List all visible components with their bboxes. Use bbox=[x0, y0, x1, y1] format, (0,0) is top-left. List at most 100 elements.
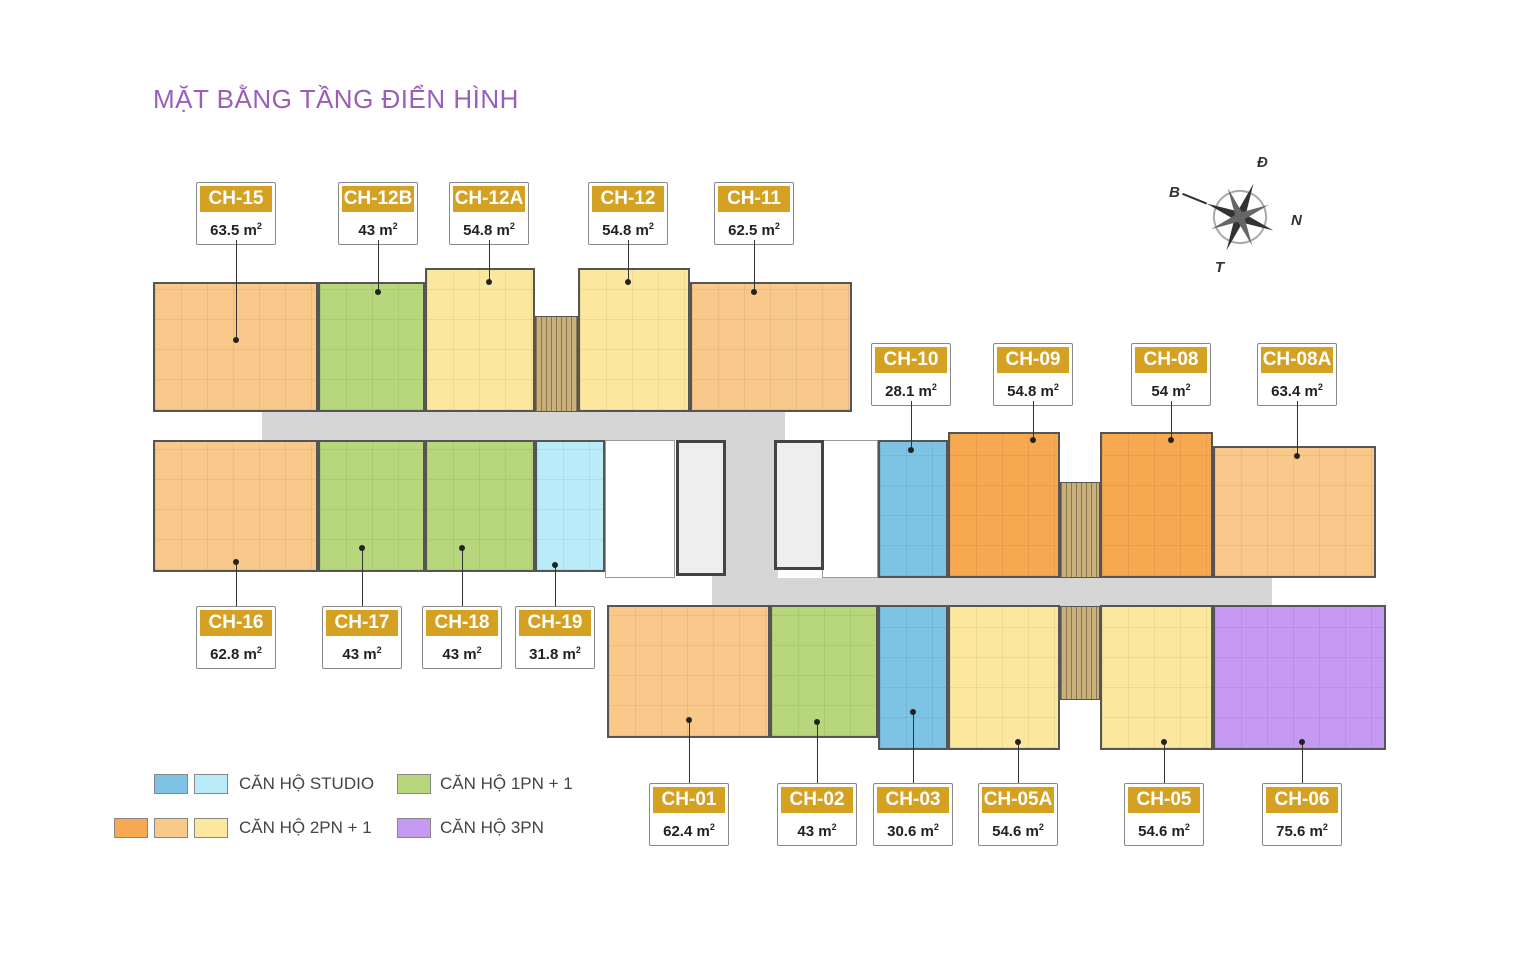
unit-area-exponent: 2 bbox=[1322, 822, 1328, 832]
unit-ch-10[interactable] bbox=[878, 440, 948, 578]
leader-line bbox=[378, 240, 379, 292]
leader-dot bbox=[686, 717, 692, 723]
unit-area-exponent: 2 bbox=[648, 221, 654, 231]
unit-area: 54.8 m2 bbox=[450, 215, 528, 244]
unit-code: CH-17 bbox=[326, 610, 398, 636]
unit-area: 54.6 m2 bbox=[979, 816, 1057, 845]
unit-area: 43 m2 bbox=[778, 816, 856, 845]
unit-area-unit: m bbox=[1309, 823, 1323, 840]
leader-line bbox=[489, 240, 490, 282]
page-title: MẶT BẰNG TẦNG ĐIỂN HÌNH bbox=[153, 84, 519, 114]
unit-ch-01[interactable] bbox=[607, 605, 770, 738]
leader-line bbox=[236, 562, 237, 606]
unit-area: 54.8 m2 bbox=[589, 215, 667, 244]
unit-area-unit: m bbox=[1040, 383, 1054, 400]
unit-area-value: 31.8 bbox=[529, 646, 559, 663]
unit-area-unit: m bbox=[379, 222, 393, 239]
unit-code: CH-18 bbox=[426, 610, 498, 636]
leader-dot bbox=[459, 545, 465, 551]
unit-area-exponent: 2 bbox=[1185, 382, 1191, 392]
leader-line bbox=[913, 712, 914, 783]
unit-ch-12a[interactable] bbox=[425, 268, 535, 412]
unit-area: 43 m2 bbox=[423, 639, 501, 668]
unit-area-value: 63.4 bbox=[1271, 383, 1301, 400]
unit-area-value: 54.8 bbox=[463, 222, 493, 239]
unit-ch-12[interactable] bbox=[578, 268, 690, 412]
unit-ch-16[interactable] bbox=[153, 440, 318, 572]
unit-ch-05a[interactable] bbox=[948, 605, 1060, 750]
leader-line bbox=[1297, 401, 1298, 456]
leader-dot bbox=[233, 337, 239, 343]
unit-code: CH-08A bbox=[1261, 347, 1333, 373]
unit-ch-09[interactable] bbox=[948, 432, 1060, 578]
unit-area-value: 54.8 bbox=[602, 222, 632, 239]
unit-area-exponent: 2 bbox=[392, 221, 398, 231]
unit-area-unit: m bbox=[243, 222, 257, 239]
core-stair-left bbox=[605, 440, 675, 578]
unit-area-value: 30.6 bbox=[887, 823, 917, 840]
unit-ch-15[interactable] bbox=[153, 282, 318, 412]
unit-ch-02[interactable] bbox=[770, 605, 878, 738]
unit-code: CH-05A bbox=[982, 787, 1054, 813]
unit-area-value: 54.6 bbox=[1138, 823, 1168, 840]
unit-area-value: 62.4 bbox=[663, 823, 693, 840]
unit-area-exponent: 2 bbox=[376, 645, 382, 655]
unit-code: CH-08 bbox=[1135, 347, 1207, 373]
unit-area-value: 54 bbox=[1151, 383, 1169, 400]
unit-area-unit: m bbox=[562, 646, 576, 663]
legend-swatch bbox=[194, 774, 228, 794]
leader-line bbox=[1302, 742, 1303, 783]
unit-ch-06[interactable] bbox=[1213, 605, 1386, 750]
unit-area-value: 43 bbox=[797, 823, 815, 840]
unit-area: 54 m2 bbox=[1132, 376, 1210, 405]
unit-area-exponent: 2 bbox=[509, 221, 515, 231]
leader-line bbox=[362, 548, 363, 606]
unit-area-unit: m bbox=[1172, 383, 1186, 400]
unit-code: CH-01 bbox=[653, 787, 725, 813]
unit-area-value: 62.8 bbox=[210, 646, 240, 663]
unit-area: 28.1 m2 bbox=[872, 376, 950, 405]
legend-swatch bbox=[397, 774, 431, 794]
leader-dot bbox=[814, 719, 820, 725]
unit-label: CH-18 43 m2 bbox=[422, 606, 502, 669]
leader-line bbox=[689, 720, 690, 783]
unit-code: CH-15 bbox=[200, 186, 272, 212]
unit-label: CH-08 54 m2 bbox=[1131, 343, 1211, 406]
unit-area-unit: m bbox=[1304, 383, 1318, 400]
unit-area-exponent: 2 bbox=[709, 822, 715, 832]
unit-ch-18[interactable] bbox=[425, 440, 535, 572]
corridor-top bbox=[262, 412, 785, 440]
compass-east: Đ bbox=[1257, 154, 1268, 171]
unit-area-exponent: 2 bbox=[256, 645, 262, 655]
unit-area-exponent: 2 bbox=[1038, 822, 1044, 832]
unit-ch-03[interactable] bbox=[878, 605, 948, 750]
unit-ch-12b[interactable] bbox=[318, 282, 425, 412]
unit-area-exponent: 2 bbox=[575, 645, 581, 655]
unit-area-exponent: 2 bbox=[774, 221, 780, 231]
unit-code: CH-10 bbox=[875, 347, 947, 373]
unit-ch-05[interactable] bbox=[1100, 605, 1213, 750]
unit-ch-17[interactable] bbox=[318, 440, 425, 572]
unit-area-exponent: 2 bbox=[831, 822, 837, 832]
unit-ch-19[interactable] bbox=[535, 440, 605, 572]
unit-label: CH-08A 63.4 m2 bbox=[1257, 343, 1337, 406]
unit-area-unit: m bbox=[918, 383, 932, 400]
unit-ch-11[interactable] bbox=[690, 282, 852, 412]
unit-ch-08[interactable] bbox=[1100, 432, 1213, 578]
unit-area-exponent: 2 bbox=[1317, 382, 1323, 392]
unit-area-unit: m bbox=[363, 646, 377, 663]
unit-ch-08a[interactable] bbox=[1213, 446, 1376, 578]
unit-area-unit: m bbox=[635, 222, 649, 239]
unit-area: 62.4 m2 bbox=[650, 816, 728, 845]
unit-area-exponent: 2 bbox=[1053, 382, 1059, 392]
compass-west: B bbox=[1169, 184, 1180, 201]
